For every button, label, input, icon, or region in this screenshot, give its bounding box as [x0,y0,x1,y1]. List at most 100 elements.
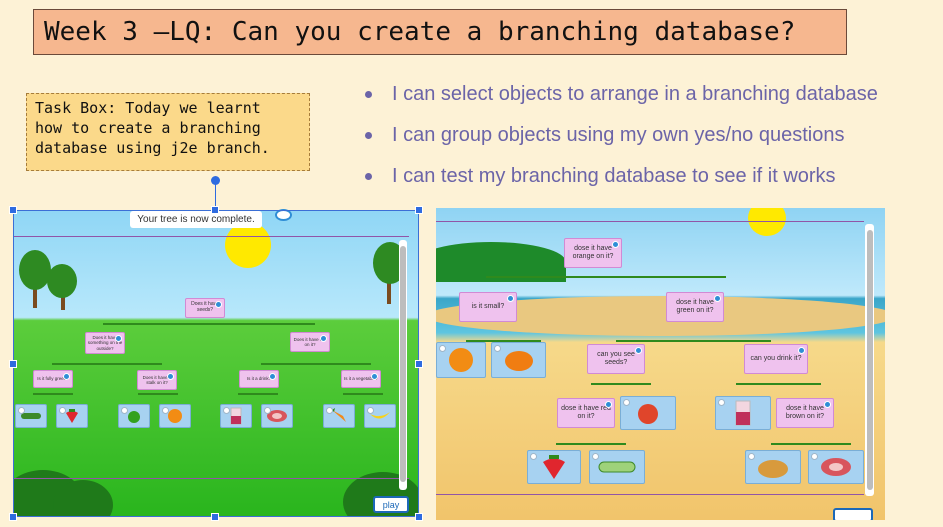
edit-icon [320,335,327,342]
bullet-icon [365,132,372,139]
question-node-root[interactable]: dose it have orange on it? [564,238,622,268]
resize-handle[interactable] [9,206,17,214]
connector-line [238,393,278,395]
carrot-icon [332,408,346,422]
resize-handle[interactable] [9,513,17,521]
resize-handle[interactable] [415,206,423,214]
cucumber-icon [21,413,41,419]
connector-line [33,393,73,395]
edit-icon [507,295,514,302]
strawberry-icon [543,455,565,479]
tree-icon [47,264,77,298]
object-cucumber[interactable] [15,404,47,428]
bullet-icon [365,91,372,98]
play-button[interactable]: play [373,496,409,513]
resize-handle[interactable] [211,513,219,521]
lesson-title-box: Week 3 –LQ: Can you create a branching d… [33,9,847,55]
question-node[interactable]: dose it have brown on it? [776,398,834,428]
connector-line [138,393,178,395]
object-cucumber[interactable] [589,450,645,484]
rotation-handle[interactable] [211,176,220,185]
bullet-icon [365,173,372,180]
edit-icon [215,301,222,308]
edit-icon [115,335,122,342]
cucumber-icon [598,461,636,473]
steak-icon [821,458,851,476]
edit-icon [605,401,612,408]
steak-icon [267,410,287,422]
pumpkin-icon [504,351,533,371]
question-node[interactable]: is it small? [459,292,517,322]
connector-line [261,363,371,365]
edit-icon [167,373,174,380]
drink-icon [230,407,242,425]
resize-handle[interactable] [211,206,219,214]
island-icon [436,242,566,282]
object-pumpkin[interactable] [491,342,546,378]
object-roast-chicken[interactable] [745,450,801,484]
objective-item: I can select objects to arrange in a bra… [362,74,878,115]
apple-icon [128,411,140,423]
object-carrot[interactable] [323,404,355,428]
lesson-title: Week 3 –LQ: Can you create a branching d… [44,17,796,47]
question-node-root[interactable]: Does it have seeds? [185,298,225,318]
object-steak[interactable] [261,404,293,428]
objective-item: I can test my branching database to see … [362,156,878,197]
chicken-icon [758,460,788,478]
object-banana[interactable] [364,404,396,428]
connector-line [486,276,726,278]
question-node[interactable]: Is it a vegetable? [341,370,381,388]
resize-handle[interactable] [415,513,423,521]
object-steak[interactable] [808,450,864,484]
connector-line [591,383,651,385]
connector-line [103,323,315,325]
edit-icon [635,347,642,354]
task-box-text: Task Box: Today we learnt how to create … [35,99,270,157]
tomato-icon [638,404,658,424]
object-drink[interactable] [220,404,252,428]
play-button-partial[interactable] [833,508,873,520]
right-branching-screenshot[interactable]: dose it have orange on it? is it small? … [436,208,885,520]
edit-icon [269,373,276,380]
question-node[interactable]: Is it a drink? [239,370,279,388]
object-strawberry[interactable] [56,404,88,428]
connector-line [556,443,626,445]
connector-line [616,340,771,342]
connector-line [736,383,821,385]
question-node[interactable]: dose it have red on it? [557,398,615,428]
question-node[interactable]: Does it have red on it? [290,332,330,352]
connector-line [771,443,851,445]
connector-line [466,340,541,342]
object-strawberry[interactable] [527,450,581,484]
comment-icon[interactable] [275,209,292,221]
resize-handle[interactable] [415,360,423,368]
resize-handle[interactable] [9,360,17,368]
question-node[interactable]: Does it have something on the outside? [85,332,125,354]
object-tomato[interactable] [620,396,676,430]
tree-trunk [33,280,37,308]
status-message: Your tree is now complete. [130,211,262,228]
object-drink[interactable] [715,396,771,430]
strawberry-icon [66,409,78,423]
question-node[interactable]: Is it fully green? [33,370,73,388]
question-node[interactable]: dose it have green on it? [666,292,724,322]
scrollbar-thumb[interactable] [867,230,873,490]
question-node[interactable]: Does it have a stalk on it? [137,370,177,390]
question-node[interactable]: can you see seeds? [587,344,645,374]
tree-trunk [387,272,391,304]
tree-icon [19,250,51,290]
edit-icon [371,373,378,380]
edit-icon [714,295,721,302]
object-orange-slice[interactable] [436,342,486,378]
rotation-handle-line [215,183,216,210]
edit-icon [63,373,70,380]
drink-icon [735,400,751,426]
edit-icon [798,347,805,354]
scrollbar-thumb[interactable] [400,246,406,482]
edit-icon [824,401,831,408]
question-node[interactable]: can you drink it? [744,344,808,374]
object-orange[interactable] [159,404,191,428]
left-branching-screenshot[interactable]: Does it have seeds? Does it have somethi… [13,210,419,517]
object-green-apple[interactable] [118,404,150,428]
sun-icon [748,208,786,236]
